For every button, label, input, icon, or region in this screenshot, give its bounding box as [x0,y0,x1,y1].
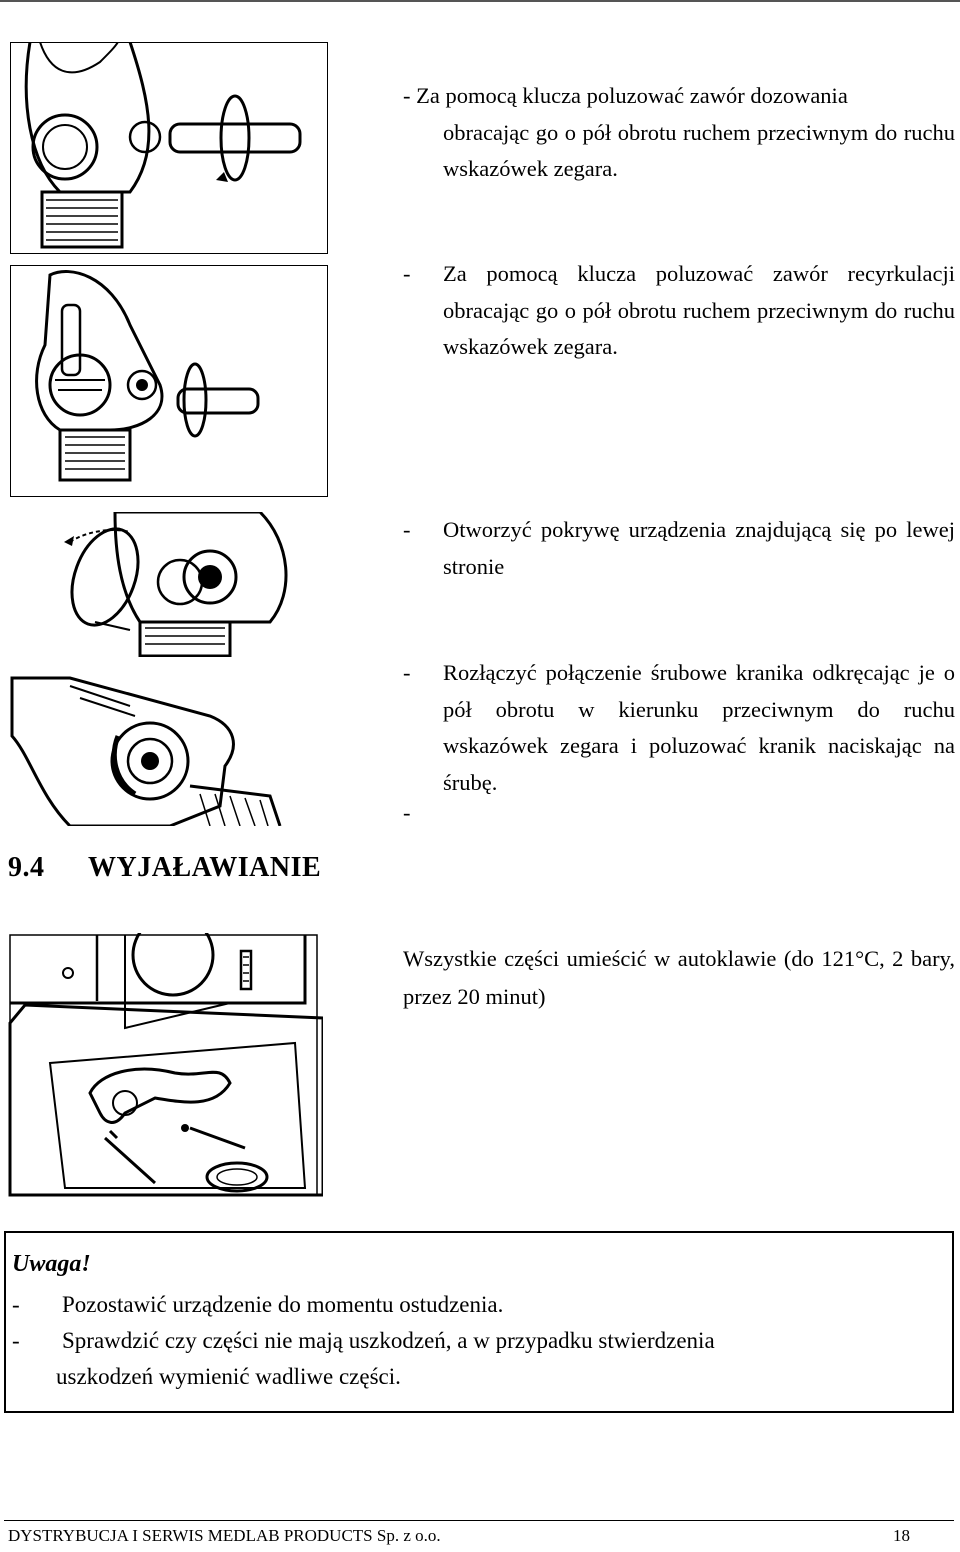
step-open-cover: - Otworzyć pokrywę urządzenia znajdującą… [403,512,955,585]
empty-list-dash: - [403,800,411,825]
step-loosen-recirculation-valve: - Za pomocą klucza poluzować zawór recyr… [403,256,955,366]
note-item-text: Pozostawić urządzenie do momentu ostudze… [62,1292,504,1317]
step-text: Rozłączyć połączenie śrubowe kranika odk… [443,660,955,795]
step-text: Za pomocą klucza poluzować zawór recyrku… [443,261,955,359]
footer-divider [4,1520,954,1521]
open-cover-illustration [60,512,315,657]
step-loosen-dosing-valve: - Za pomocą klucza poluzować zawór dozow… [403,78,955,188]
step-dash: - [403,83,411,108]
step-text-rest: obracając go o pół obrotu ruchem przeciw… [443,119,955,182]
recirculation-valve-wrench-illustration [10,265,328,497]
step-dash: - [403,517,411,542]
footer-company: DYSTRYBUCJA I SERWIS MEDLAB PRODUCTS Sp.… [8,1526,441,1545]
step-dash: - [403,261,411,286]
note-item: - Sprawdzić czy części nie mają uszkodzeń… [12,1323,932,1395]
top-border-line [0,0,960,2]
step-text-first-line: Za pomocą klucza poluzować zawór dozowan… [416,83,848,108]
note-item-continuation: uszkodzeń wymienić wadliwe części. [56,1364,401,1389]
warning-note-box: Uwaga! - Pozostawić urządzenie do momentu… [4,1231,954,1413]
section-title: WYJAŁAWIANIE [88,852,322,883]
note-item-dash: - [12,1292,20,1317]
note-title: Uwaga! [12,1251,91,1277]
step-disconnect-tap: - Rozłączyć połączenie śrubowe kranika o… [403,655,955,801]
dosing-valve-wrench-illustration [10,42,328,254]
step-text: Otworzyć pokrywę urządzenia znajdującą s… [443,517,955,579]
sterilization-instructions: Wszystkie części umieścić w autoklawie (… [403,946,955,1009]
note-item-text: Sprawdzić czy części nie mają uszkodzeń,… [62,1328,715,1353]
section-number: 9.4 [8,852,45,883]
tap-screw-connection-illustration [10,676,320,826]
footer-page-number: 18 [893,1526,910,1545]
section-heading: 9.4 WYJAŁAWIANIE [8,852,321,884]
autoclave-parts-illustration [5,933,323,1198]
note-item-dash: - [12,1328,20,1353]
step-dash: - [403,660,411,685]
note-item: - Pozostawić urządzenie do momentu ostudz… [12,1287,932,1323]
